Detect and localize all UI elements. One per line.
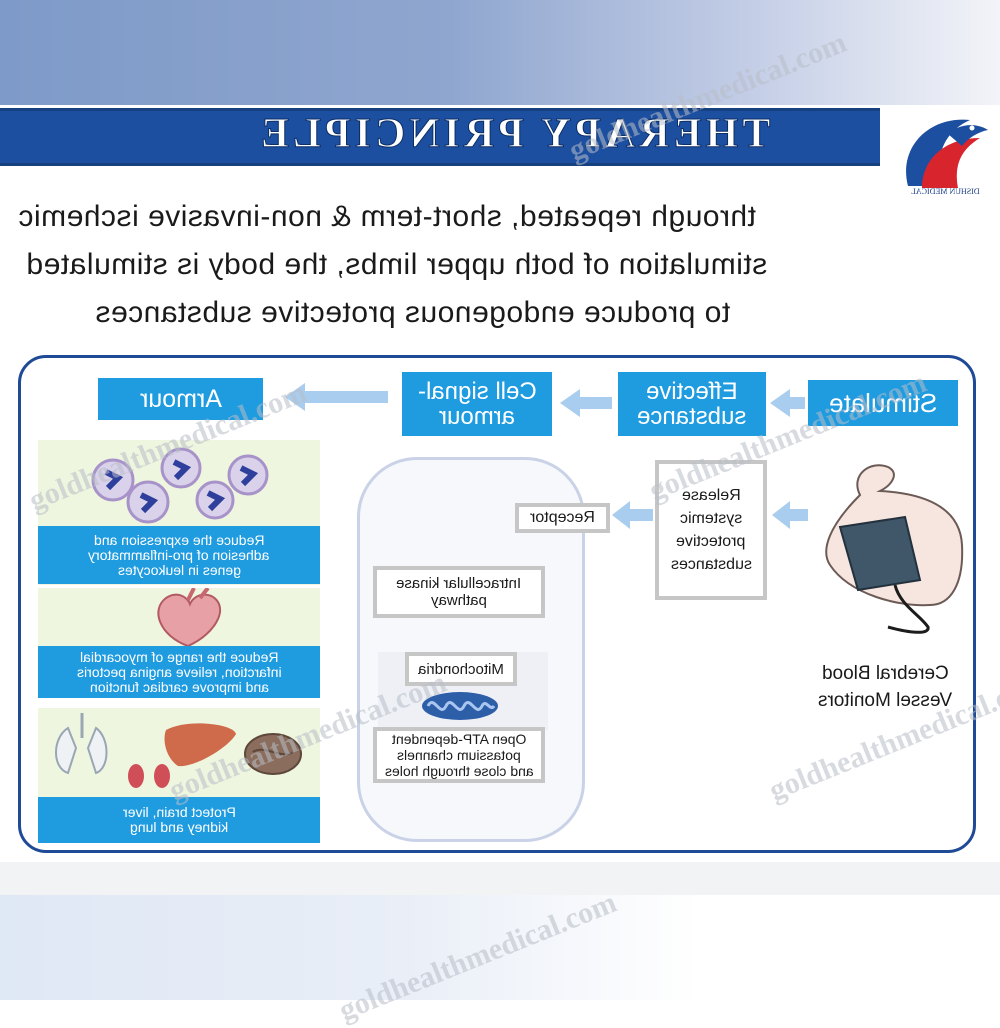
bottom-gradient	[0, 895, 1000, 1000]
arm-cuff-illustration	[825, 464, 964, 634]
top-banner	[0, 0, 1000, 105]
mitochondria-box: Mitochondria	[405, 652, 517, 686]
heart-illustration	[157, 586, 221, 648]
armour-box: Armour	[98, 378, 263, 420]
title-bar	[0, 108, 880, 166]
leukocyte-illustration	[91, 447, 269, 524]
device-label-line: Cerebral Blood	[821, 663, 949, 684]
receptor-box: Receptor	[515, 503, 610, 533]
cell-signal-armour-box: Cell signal-armour	[402, 372, 552, 436]
stimulate-box: Stimulate	[808, 380, 958, 426]
mitochondria-icon	[422, 692, 498, 720]
company-logo	[906, 119, 988, 188]
organs-illustration	[55, 713, 302, 788]
